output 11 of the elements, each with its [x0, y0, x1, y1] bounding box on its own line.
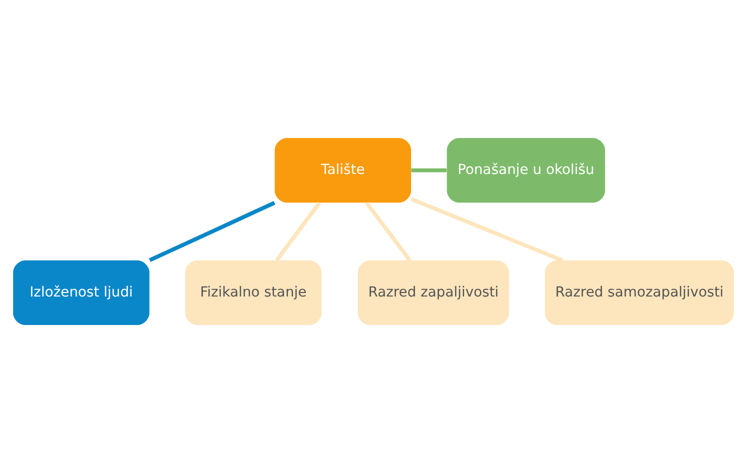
node-box: Talište: [274, 137, 412, 202]
connector: [275, 201, 321, 261]
connector: [365, 201, 412, 261]
node-box: Ponašanje u okolišu: [446, 137, 606, 202]
connector: [411, 168, 447, 172]
node-box: Fizikalno stanje: [185, 260, 322, 325]
node-box: Izloženost ljudi: [13, 260, 150, 325]
node-box: Razred zapaljivosti: [358, 260, 510, 325]
node-box: Razred samozapaljivosti: [544, 260, 734, 325]
connector: [410, 196, 563, 262]
connector: [148, 200, 276, 262]
